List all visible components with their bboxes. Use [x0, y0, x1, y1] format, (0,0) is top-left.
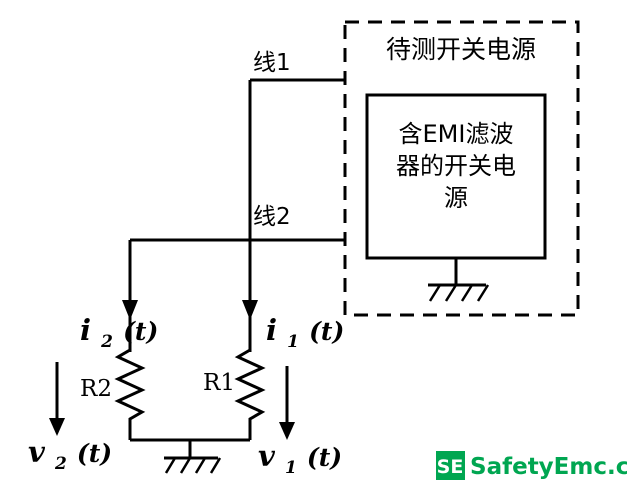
resistor-r1 — [234, 348, 266, 440]
ground-hatch-2 — [179, 457, 192, 474]
v1-base: v — [258, 439, 276, 473]
v1-arrow-head — [279, 422, 295, 440]
ground-hatch-2 — [444, 284, 458, 302]
i2-arg: (t) — [123, 317, 158, 346]
i2-label: i 2 (t) — [80, 313, 158, 354]
i1-base: i — [266, 313, 277, 347]
v2-base: v — [28, 435, 46, 469]
v2-arg: (t) — [77, 439, 112, 468]
i1-arg: (t) — [309, 317, 344, 346]
r2-label: R2 — [80, 376, 112, 402]
ground-hatch-3 — [194, 457, 207, 474]
ground-symbol-bottom — [164, 440, 222, 474]
i1-sub: 1 — [287, 332, 299, 352]
ground-hatch-3 — [460, 284, 474, 302]
voltage-arrow-v1 — [279, 366, 295, 440]
watermark-badge-text: SE — [437, 456, 464, 478]
v1-arg: (t) — [307, 443, 342, 472]
line1-label: 线1 — [253, 50, 291, 76]
emi-box-text-line3: 源 — [444, 184, 468, 212]
i1-label: i 1 (t) — [266, 313, 344, 354]
emi-box-text-line1: 含EMI滤波 — [399, 120, 514, 148]
ground-hatch-1 — [428, 284, 442, 302]
v2-sub: 2 — [54, 454, 67, 474]
watermark: SE SafetyEmc.cn — [436, 451, 627, 480]
ground-hatch-4 — [209, 457, 222, 474]
ground-hatch-1 — [164, 457, 177, 474]
r1-label: R1 — [203, 370, 235, 396]
i2-base: i — [80, 313, 91, 347]
v1-label: v 1 (t) — [258, 439, 342, 480]
ground-hatch-4 — [476, 284, 490, 302]
voltage-arrow-v2 — [49, 362, 65, 436]
i2-sub: 2 — [100, 332, 113, 352]
watermark-text: SafetyEmc.cn — [470, 454, 627, 480]
v1-sub: 1 — [285, 458, 297, 478]
resistor-r2 — [114, 348, 146, 440]
ground-symbol-dut — [428, 258, 490, 302]
v2-arrow-head — [49, 418, 65, 436]
current-arrow-i2 — [122, 300, 138, 320]
watermark-badge — [436, 451, 465, 480]
line2-label: 线2 — [253, 204, 291, 230]
dut-dashed-box — [343, 20, 580, 317]
current-arrow-i1 — [242, 300, 258, 320]
emi-box-text-line2: 器的开关电 — [396, 152, 516, 180]
dut-box-label: 待测开关电源 — [386, 35, 536, 64]
v2-label: v 2 (t) — [28, 435, 112, 476]
